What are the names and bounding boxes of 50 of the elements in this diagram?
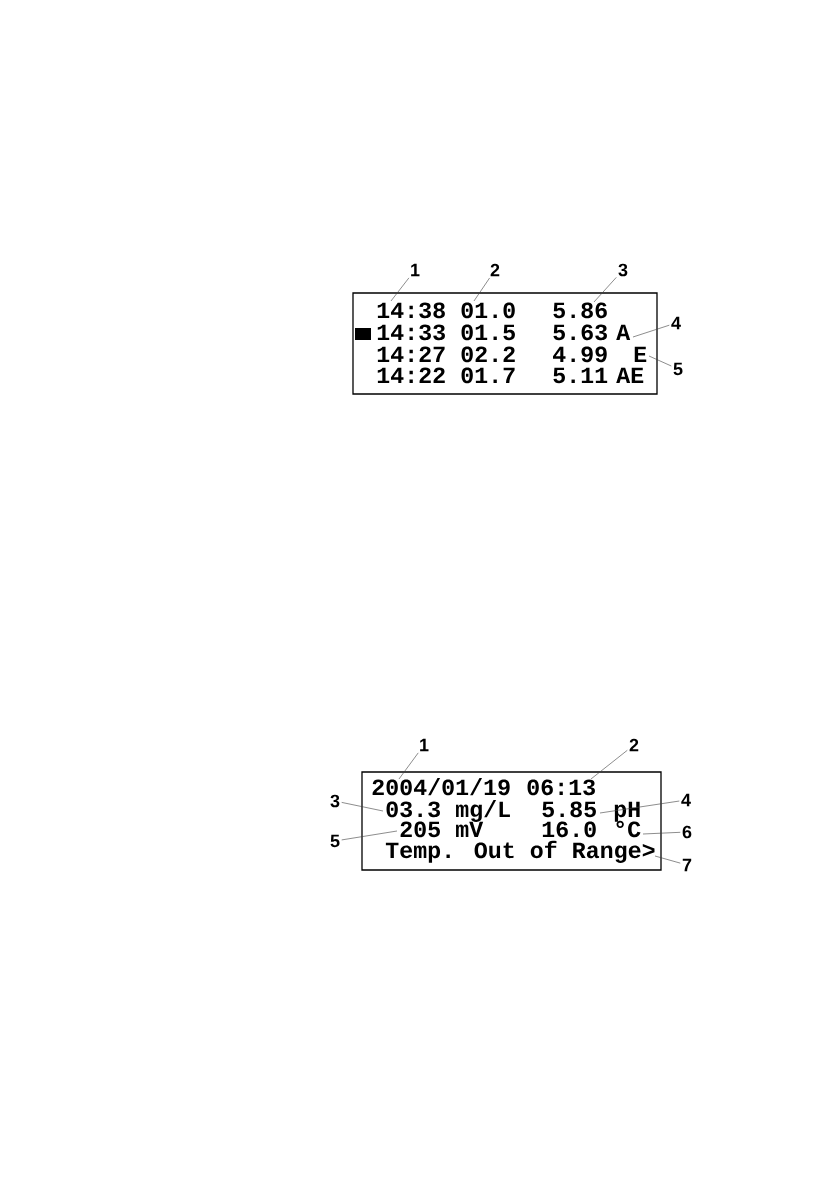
display-reading: mg/L bbox=[456, 800, 510, 822]
display-reading: 5.11 bbox=[553, 367, 608, 384]
display-reading: 16.0 bbox=[542, 821, 596, 838]
leader-line bbox=[590, 750, 628, 780]
display-reading: 14:38 bbox=[377, 302, 445, 319]
display-reading: 14:22 bbox=[377, 367, 445, 383]
display-reading: pH bbox=[614, 801, 640, 822]
leader-line bbox=[654, 855, 681, 864]
callout-number: 2 bbox=[490, 263, 500, 277]
display-reading: 03.3 bbox=[386, 801, 440, 818]
callout-number: 5 bbox=[673, 362, 683, 376]
leader-line bbox=[341, 830, 398, 841]
leader-line bbox=[473, 277, 490, 302]
leader-line bbox=[398, 752, 419, 780]
display-reading: 205 bbox=[400, 821, 440, 838]
leader-line bbox=[341, 802, 384, 812]
display-reading: 01.5 bbox=[461, 324, 515, 341]
display-reading: 01.0 bbox=[461, 302, 515, 319]
leader-line bbox=[593, 277, 617, 303]
callout-number: 3 bbox=[330, 794, 340, 808]
callout-number: 1 bbox=[411, 263, 420, 277]
callout-number: 7 bbox=[682, 858, 692, 872]
callout-number: 3 bbox=[618, 263, 628, 277]
display-reading: A bbox=[616, 324, 631, 340]
callout-number: 1 bbox=[420, 738, 429, 752]
callout-number: 4 bbox=[681, 793, 691, 807]
display-reading: 4.99 bbox=[553, 346, 607, 363]
display-reading: 14:33 bbox=[377, 324, 445, 341]
leader-line bbox=[632, 324, 670, 338]
leader-line bbox=[642, 832, 681, 835]
display-reading: E bbox=[634, 346, 647, 362]
display-reading: 02.2 bbox=[461, 346, 515, 363]
leader-line bbox=[599, 800, 680, 814]
display-reading: AE bbox=[616, 367, 644, 383]
leader-line bbox=[390, 277, 410, 302]
display-reading: 2004/01/19 bbox=[372, 778, 510, 796]
callout-number: 2 bbox=[629, 738, 639, 752]
display-reading: 5.86 bbox=[553, 302, 607, 319]
leader-line bbox=[648, 355, 672, 367]
display-reading: 06:13 bbox=[527, 779, 595, 796]
display-reading: 5.85 bbox=[542, 801, 596, 818]
callout-number: 6 bbox=[682, 825, 692, 839]
display-reading: °C bbox=[616, 820, 641, 838]
display-reading: mV bbox=[456, 821, 484, 837]
display-reading: 5.63 bbox=[553, 324, 607, 341]
display-reading: 01.7 bbox=[461, 367, 515, 384]
callout-number: 5 bbox=[330, 834, 340, 848]
callout-number: 4 bbox=[671, 316, 681, 330]
display-reading: Temp. Out of Range> bbox=[385, 840, 655, 863]
display-reading: 14:27 bbox=[377, 346, 445, 362]
